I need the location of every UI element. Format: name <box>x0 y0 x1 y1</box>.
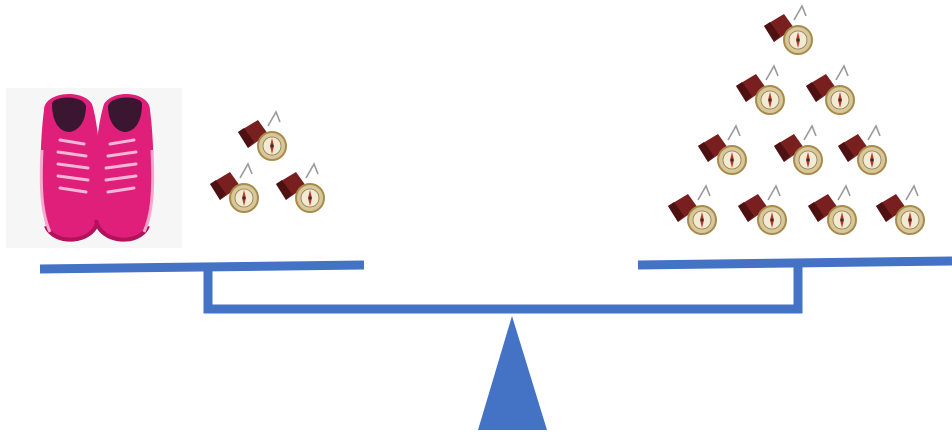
compass-icon <box>837 125 887 175</box>
compass-icon <box>763 5 813 55</box>
left-sneaker <box>39 93 100 242</box>
left-pan <box>39 260 365 274</box>
compass-icon <box>805 65 855 115</box>
compass-icon <box>735 65 785 115</box>
compass-icon <box>807 185 857 235</box>
balance-beam <box>203 265 803 314</box>
compass-icon <box>737 185 787 235</box>
compass-icon <box>237 111 287 161</box>
compass-icon <box>875 185 925 235</box>
compass-icon <box>275 163 325 213</box>
fulcrum <box>478 316 547 430</box>
compass-icon <box>667 185 717 235</box>
compass-icon <box>697 125 747 175</box>
right-compass-group <box>667 5 925 235</box>
right-pan <box>637 256 952 270</box>
balance-scale <box>39 256 952 314</box>
compass-icon <box>209 163 259 213</box>
right-sneaker <box>94 93 155 242</box>
compass-icon <box>773 125 823 175</box>
sneakers-image <box>6 88 182 248</box>
left-compass-group <box>209 111 325 213</box>
